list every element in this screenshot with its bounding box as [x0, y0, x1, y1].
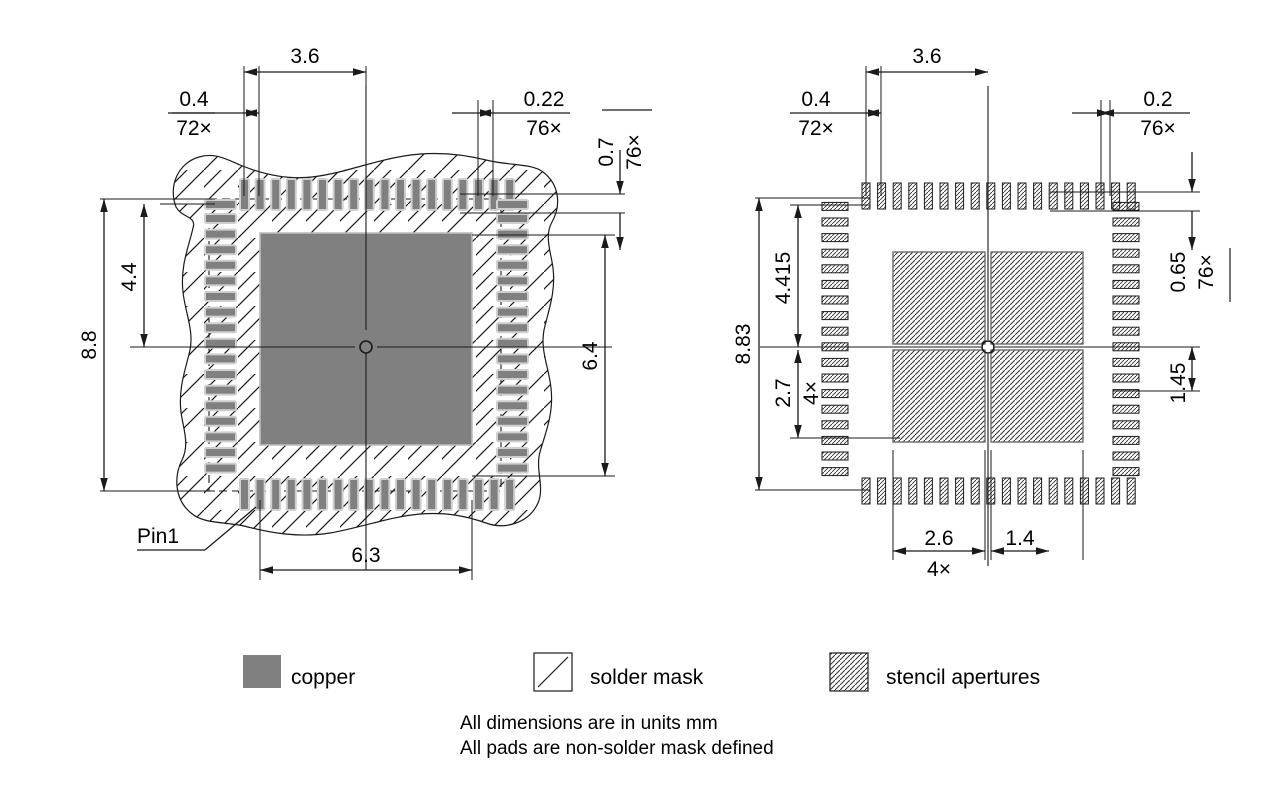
- dim-value-right-4p415: 4.415: [772, 252, 795, 305]
- dim-count-right-0p2: 76×: [1140, 117, 1176, 140]
- dim-right-3p6: 3.6: [866, 45, 988, 76]
- right-view-group: 3.6 0.4 72× 0.2 76× 0.65 76×: [732, 45, 1231, 581]
- left-view-group: 3.6 0.4 72× 0.22 76× 0.7 76×: [78, 45, 652, 580]
- notes-group: All dimensions are in units mm All pads …: [460, 713, 774, 759]
- dim-value-right-2p6: 2.6: [924, 527, 953, 550]
- dim-left-0p4: 0.4 72×: [168, 88, 259, 140]
- dim-value-left-8p8: 8.8: [78, 330, 101, 359]
- dim-value-left-3p6: 3.6: [290, 45, 319, 68]
- pin1-label: Pin1: [137, 525, 179, 548]
- legend-swatch-copper: [243, 655, 281, 688]
- legend-item-stencil-apertures: stencil apertures: [829, 652, 1040, 692]
- legend-label-stencil-apertures: stencil apertures: [886, 666, 1040, 689]
- dim-value-right-0p65: 0.65: [1167, 252, 1190, 293]
- legend-item-solder-mask: solder mask: [533, 652, 704, 692]
- dim-value-left-0p4: 0.4: [179, 88, 209, 111]
- note-dimensions-units: All dimensions are in units mm: [460, 713, 718, 734]
- dim-value-right-1p4: 1.4: [1005, 527, 1035, 550]
- dim-value-right-8p83: 8.83: [732, 324, 755, 365]
- dim-value-left-4p4: 4.4: [118, 262, 141, 292]
- dim-count-left-0p22: 76×: [526, 117, 562, 140]
- pad-row-top: [239, 178, 516, 211]
- dim-value-right-0p2: 0.2: [1143, 88, 1172, 111]
- aperture-row-left: [821, 201, 849, 477]
- dim-left-3p6: 3.6: [244, 45, 366, 76]
- dim-right-1p45: 1.45: [1167, 347, 1196, 404]
- note-non-solder-mask-defined: All pads are non-solder mask defined: [460, 738, 774, 759]
- pad-row-right: [496, 199, 529, 474]
- aperture-row-bottom: [861, 477, 1136, 505]
- solder-mask-outline: [172, 152, 559, 536]
- dim-left-8p8: 8.8: [78, 199, 108, 491]
- dim-value-right-1p45: 1.45: [1167, 363, 1190, 404]
- dim-count-right-0p4: 72×: [798, 117, 834, 140]
- dim-value-right-2p7: 2.7: [772, 378, 795, 407]
- center-datum-marker: [359, 340, 373, 354]
- dim-right-0p2: 0.2 76×: [1072, 88, 1190, 140]
- legend-label-copper: copper: [291, 666, 355, 689]
- center-aperture-blocks: [892, 251, 1084, 443]
- legend-group: copper solder mask stencil apertures: [243, 652, 1040, 692]
- dim-right-0p4: 0.4 72×: [790, 88, 881, 140]
- dim-right-2p6: 2.6 4×: [893, 527, 985, 581]
- dim-left-0p22: 0.22 76×: [452, 88, 570, 140]
- dim-right-2p7: 2.7 4×: [772, 350, 823, 438]
- legend-label-solder-mask: solder mask: [590, 666, 704, 689]
- dim-left-6p3: 6.3: [260, 544, 472, 574]
- aperture-row-right: [1112, 201, 1140, 477]
- dim-right-8p83: 8.83: [732, 198, 763, 490]
- dim-count-left-0p7: 76×: [623, 134, 646, 170]
- dim-value-left-0p7: 0.7: [595, 137, 618, 166]
- dim-value-left-6p3: 6.3: [351, 544, 380, 567]
- dim-count-left-0p4: 72×: [176, 117, 212, 140]
- dim-count-right-0p65: 76×: [1195, 254, 1218, 290]
- pad-row-bottom: [239, 478, 516, 511]
- legend-swatch-stencil-apertures: [829, 652, 869, 692]
- legend-item-copper: copper: [243, 655, 355, 689]
- dim-value-left-6p4: 6.4: [579, 341, 602, 371]
- dim-right-4p415: 4.415: [772, 205, 802, 347]
- right-extension-lines: [755, 66, 1200, 560]
- pin1-callout: Pin1: [137, 506, 257, 551]
- dim-value-right-3p6: 3.6: [912, 45, 941, 68]
- dim-left-4p4: 4.4: [118, 204, 148, 347]
- aperture-row-top: [861, 182, 1136, 210]
- dim-right-0p65: 0.65 76×: [1167, 152, 1231, 302]
- dim-count-right-2p6: 4×: [927, 558, 951, 581]
- dim-right-1p4: 1.4: [991, 527, 1049, 555]
- dim-value-right-0p4: 0.4: [801, 88, 831, 111]
- dim-left-6p4: 6.4: [579, 235, 609, 476]
- left-view-centerlines: [130, 86, 612, 570]
- pad-row-left: [204, 199, 237, 474]
- dim-value-left-0p22: 0.22: [524, 88, 565, 111]
- right-center-datum-marker: [981, 340, 995, 354]
- dim-count-right-2p7: 4×: [800, 381, 823, 405]
- dim-left-0p7: 0.7 76×: [595, 109, 652, 250]
